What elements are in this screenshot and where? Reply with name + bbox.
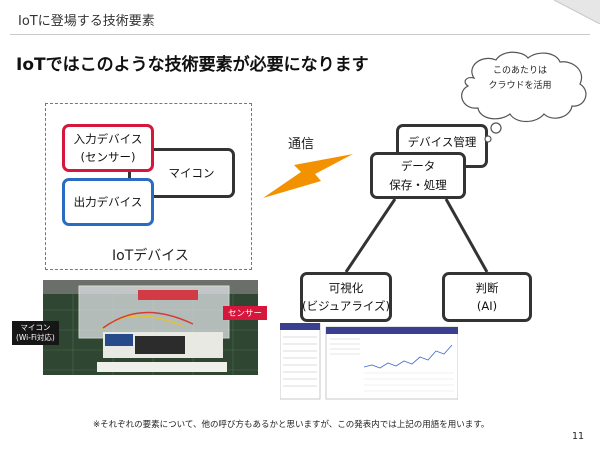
footnote: ※それぞれの要素について、他の呼び方もあるかと思いますが、この発表内では上記の用… (93, 420, 490, 430)
thought-bubble-icon (461, 51, 587, 143)
thought-bubble-line1: このあたりは (492, 66, 547, 76)
page-number: 11 (572, 431, 585, 442)
data-sublabel: 保存・処理 (389, 177, 447, 192)
corner-fold-decoration (554, 0, 600, 24)
data-processing-node: データ 保存・処理 (370, 152, 466, 199)
visualization-screenshots (280, 323, 458, 400)
mcu-callout-line2: (Wi-Fi対応) (16, 332, 55, 342)
header-divider (10, 34, 590, 35)
input-device-label: 入力デバイス (73, 131, 143, 146)
device-management-label: デバイス管理 (407, 135, 477, 149)
thought-bubble-text: このあたりは クラウドを活用 (466, 64, 574, 94)
header-title: IoTに登場する技術要素 (18, 14, 155, 29)
input-device-node: 入力デバイス (センサー) (62, 124, 154, 172)
device-photo (43, 280, 258, 375)
lightning-bolt-icon (263, 154, 353, 198)
mcu-callout-line1: マイコン (20, 323, 51, 332)
output-device-node: 出力デバイス (62, 178, 154, 226)
data-label: データ (400, 159, 436, 174)
sensor-callout-label: センサー (223, 306, 268, 320)
thought-bubble-line2: クラウドを活用 (488, 80, 552, 91)
visualize-label: 可視化 (328, 280, 364, 295)
mcu-callout-label: マイコン (Wi-Fi対応) (12, 321, 59, 345)
iot-device-frame (45, 103, 252, 270)
communication-label: 通信 (288, 137, 315, 152)
visualize-sublabel: (ビジュアライズ) (301, 299, 391, 313)
output-device-label: 出力デバイス (73, 194, 143, 209)
iot-device-label: IoTデバイス (112, 248, 189, 264)
judge-label: 判断 (475, 280, 499, 295)
judge-node: 判断 (AI) (442, 272, 532, 322)
mcu-label: マイコン (168, 165, 215, 180)
judge-sublabel: (AI) (476, 299, 498, 313)
slide-header: IoTに登場する技術要素 (0, 0, 600, 37)
visualize-node: 可視化 (ビジュアライズ) (300, 272, 392, 322)
page-title: IoTではこのような技術要素が必要になります (16, 55, 369, 75)
input-device-sublabel: (センサー) (80, 150, 136, 164)
